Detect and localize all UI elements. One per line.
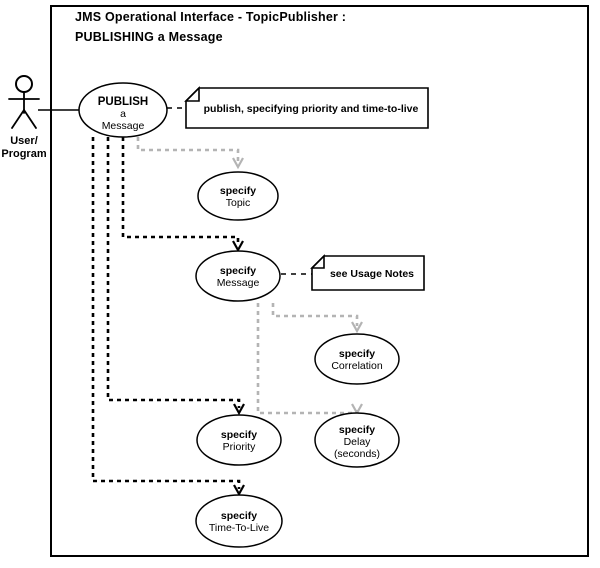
use-case-specify-message[interactable]: specify Message (195, 250, 281, 302)
use-case-specify-time-to-live[interactable]: specify Time-To-Live (195, 494, 283, 548)
use-case-label-line-2: Message (217, 277, 260, 289)
use-case-ellipse (197, 171, 279, 221)
use-case-ellipse (78, 82, 168, 138)
note-label: see Usage Notes (330, 268, 414, 280)
note-publish-priority-ttl: publish, specifying priority and time-to… (184, 86, 429, 129)
use-case-label-line-3: (seconds) (334, 448, 380, 460)
use-case-label-line-1: specify (339, 424, 375, 436)
actor-label-line-2: Program (1, 148, 46, 160)
arrowhead-specify-time-to-live (233, 484, 245, 497)
actor-leg-right-icon (23, 109, 37, 129)
actor-head-icon (15, 75, 33, 93)
use-case-label-line-1: specify (220, 265, 256, 277)
actor-label-line-1: User/ (10, 135, 38, 147)
actor-leg-left-icon (11, 109, 25, 129)
note-label: publish, specifying priority and time-to… (204, 103, 419, 115)
use-case-specify-priority[interactable]: specify Priority (196, 414, 282, 466)
use-case-label-line-1: PUBLISH (98, 96, 148, 108)
use-case-ellipse (196, 414, 282, 466)
use-case-label-line-2: Time-To-Live (209, 522, 269, 534)
use-case-ellipse (314, 412, 400, 468)
arrowhead-specify-delay (351, 403, 363, 416)
use-case-label-line-2: Correlation (331, 360, 383, 372)
use-case-ellipse (314, 333, 400, 385)
diagram-title-line-2: PUBLISHING a Message (75, 30, 223, 44)
flow-publish-to-specify-message (121, 137, 240, 245)
use-case-label-line-2: Priority (223, 441, 256, 453)
flow-publish-to-specify-time-to-live (91, 137, 241, 489)
diagram-title-line-1: JMS Operational Interface - TopicPublish… (75, 10, 346, 24)
note-fold-corner-icon (184, 86, 200, 102)
use-case-label-line-3: Message (102, 120, 145, 132)
use-case-label-line-1: specify (221, 510, 257, 522)
arrowhead-specify-priority (233, 403, 245, 416)
note-see-usage-notes: see Usage Notes (310, 254, 425, 291)
flow-specify-message-to-specify-correlation (271, 303, 359, 326)
flow-publish-to-specify-topic (136, 137, 240, 162)
use-case-label-line-1: specify (339, 348, 375, 360)
note-fold-corner-icon (310, 254, 325, 269)
use-case-specify-topic[interactable]: specify Topic (197, 171, 279, 221)
arrowhead-specify-message (232, 240, 244, 253)
use-case-label-line-2: a (120, 108, 126, 120)
use-case-specify-delay-seconds[interactable]: specify Delay (seconds) (314, 412, 400, 468)
use-case-label-line-1: specify (221, 429, 257, 441)
flow-publish-to-specify-priority (106, 137, 241, 408)
use-case-specify-correlation[interactable]: specify Correlation (314, 333, 400, 385)
system-boundary-frame (50, 5, 589, 557)
use-case-label-line-2: Topic (226, 197, 251, 209)
use-case-publish-a-message[interactable]: PUBLISH a Message (78, 82, 168, 138)
use-case-ellipse (195, 494, 283, 548)
use-case-label-line-2: Delay (344, 436, 372, 448)
arrowhead-specify-topic (232, 157, 244, 170)
use-case-ellipse (195, 250, 281, 302)
use-case-label-line-1: specify (220, 185, 256, 197)
actor-user-program[interactable]: User/ Program (1, 75, 47, 160)
arrowhead-specify-correlation (351, 321, 363, 334)
